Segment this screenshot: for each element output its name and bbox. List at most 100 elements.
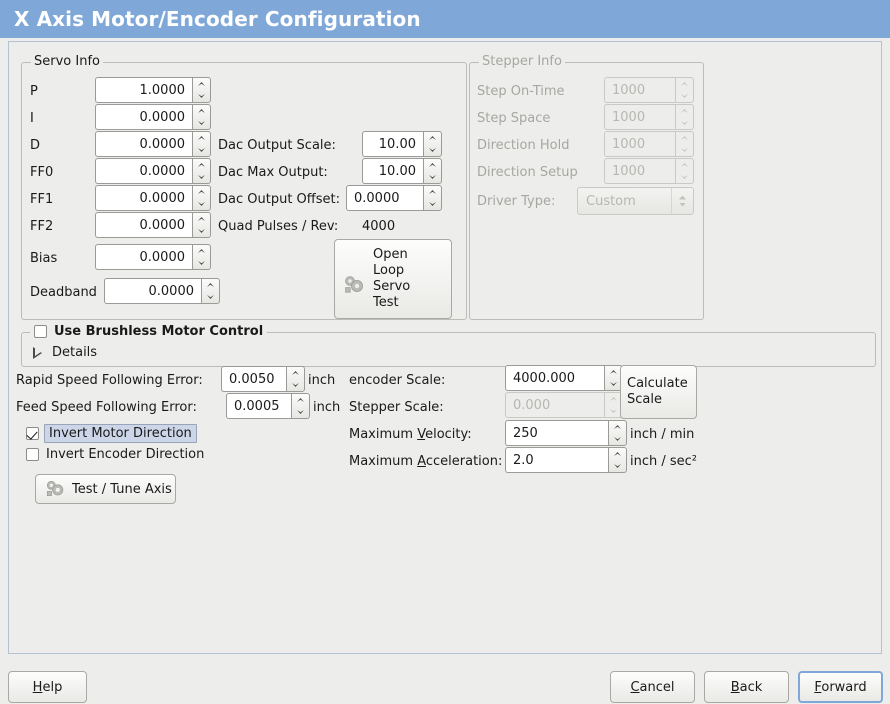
spin-down-icon[interactable] (609, 433, 626, 445)
checkbox-box[interactable] (34, 325, 47, 338)
dac-max-output-spin[interactable]: 10.00 (362, 158, 442, 184)
spinner-buttons[interactable] (201, 278, 220, 304)
step-space-label: Step Space (477, 111, 551, 126)
spinner-buttons[interactable] (192, 158, 211, 184)
spin-up-icon[interactable] (424, 159, 441, 171)
encoder-scale-spin[interactable]: 4000.000 (505, 365, 623, 391)
spin-down-icon[interactable] (193, 90, 210, 102)
dac-output-scale-spin[interactable]: 10.00 (362, 131, 442, 157)
spin-up-icon[interactable] (424, 186, 441, 198)
servo-spin-ff1[interactable]: 0.0000 (95, 185, 211, 211)
feed-speed-following-error-spin[interactable]: 0.0005 (226, 393, 310, 419)
dac-output-scale-value[interactable]: 10.00 (362, 131, 423, 157)
spin-up-icon[interactable] (609, 448, 626, 460)
spin-up-icon[interactable] (193, 245, 210, 257)
spin-down-icon[interactable] (287, 379, 304, 391)
maximum-acceleration-spin[interactable]: 2.0 (505, 447, 627, 473)
servo-value-ff1[interactable]: 0.0000 (95, 185, 192, 211)
use-brushless-motor-control-checkbox[interactable]: Use Brushless Motor Control (30, 324, 268, 339)
spin-down-icon[interactable] (193, 198, 210, 210)
spinner-buttons[interactable] (291, 393, 310, 419)
spin-up-icon[interactable] (193, 186, 210, 198)
maximum-velocity-spin[interactable]: 250 (505, 420, 627, 446)
calculate-scale-button[interactable]: Calculate Scale (620, 365, 697, 419)
spinner-buttons[interactable] (192, 212, 211, 238)
spin-up-icon[interactable] (193, 78, 210, 90)
chevron-right-icon[interactable] (33, 346, 42, 359)
spin-up-icon[interactable] (287, 367, 304, 379)
spin-down-icon[interactable] (202, 291, 219, 303)
spin-down-icon[interactable] (292, 406, 309, 418)
spin-up-icon[interactable] (292, 394, 309, 406)
spinner-buttons[interactable] (192, 104, 211, 130)
spin-up-icon[interactable] (193, 159, 210, 171)
dac-output-offset-spin[interactable]: 0.0000 (346, 185, 442, 211)
invert-motor-direction-checkbox[interactable]: Invert Motor Direction (26, 424, 197, 443)
spin-down-icon[interactable] (424, 198, 441, 210)
spin-up-icon[interactable] (193, 213, 210, 225)
spinner-buttons[interactable] (423, 131, 442, 157)
forward-button[interactable]: Forward (798, 671, 883, 703)
spin-down-icon[interactable] (193, 225, 210, 237)
spin-down-icon (676, 144, 693, 156)
servo-spin-bias[interactable]: 0.0000 (95, 244, 211, 270)
spin-down-icon[interactable] (193, 144, 210, 156)
spin-down-icon[interactable] (609, 460, 626, 472)
spinner-buttons[interactable] (608, 447, 627, 473)
servo-value-d[interactable]: 0.0000 (95, 131, 192, 157)
servo-spin-i[interactable]: 0.0000 (95, 104, 211, 130)
spin-up-icon[interactable] (193, 132, 210, 144)
dac-output-offset-value[interactable]: 0.0000 (346, 185, 423, 211)
servo-value-ff0[interactable]: 0.0000 (95, 158, 192, 184)
spin-down-icon[interactable] (193, 117, 210, 129)
spin-down-icon[interactable] (193, 257, 210, 269)
help-button[interactable]: Help (8, 671, 87, 703)
servo-value-deadband[interactable]: 0.0000 (104, 278, 201, 304)
spinner-buttons[interactable] (192, 77, 211, 103)
servo-value-i[interactable]: 0.0000 (95, 104, 192, 130)
spin-up-icon[interactable] (424, 132, 441, 144)
spin-up-icon[interactable] (609, 421, 626, 433)
back-button[interactable]: Back (704, 671, 789, 703)
brushless-motor-group (21, 332, 876, 367)
spinner-buttons[interactable] (192, 185, 211, 211)
spin-up-icon[interactable] (202, 279, 219, 291)
rapid-speed-following-error-spin[interactable]: 0.0050 (221, 366, 305, 392)
spin-down-icon[interactable] (424, 144, 441, 156)
servo-value-p[interactable]: 1.0000 (95, 77, 192, 103)
spinner-buttons[interactable] (423, 185, 442, 211)
servo-spin-d[interactable]: 0.0000 (95, 131, 211, 157)
rapid-speed-following-error-value[interactable]: 0.0050 (221, 366, 286, 392)
servo-value-ff2[interactable]: 0.0000 (95, 212, 192, 238)
spin-down-icon[interactable] (193, 171, 210, 183)
servo-spin-deadband[interactable]: 0.0000 (104, 278, 220, 304)
maximum-velocity-value[interactable]: 250 (505, 420, 608, 446)
spin-down-icon[interactable] (424, 171, 441, 183)
test-tune-axis-button[interactable]: Test / Tune Axis (35, 474, 176, 504)
spin-down-icon (676, 117, 693, 129)
servo-spin-ff0[interactable]: 0.0000 (95, 158, 211, 184)
spin-up-icon[interactable] (193, 105, 210, 117)
spinner-buttons[interactable] (192, 131, 211, 157)
spinner-buttons[interactable] (423, 158, 442, 184)
servo-spin-p[interactable]: 1.0000 (95, 77, 211, 103)
encoder-scale-value[interactable]: 4000.000 (505, 365, 604, 391)
maximum-acceleration-label: Maximum Acceleration: (349, 454, 502, 469)
servo-spin-ff2[interactable]: 0.0000 (95, 212, 211, 238)
spinner-buttons[interactable] (608, 420, 627, 446)
cancel-button[interactable]: Cancel (610, 671, 695, 703)
invert-encoder-direction-checkbox[interactable]: Invert Encoder Direction (26, 447, 204, 462)
details-expander[interactable]: Details (33, 345, 97, 360)
stepper-scale-spin: 0.000 (505, 392, 623, 418)
checkbox-box[interactable] (26, 448, 39, 461)
feed-speed-following-error-value[interactable]: 0.0005 (226, 393, 291, 419)
spinner-buttons[interactable] (286, 366, 305, 392)
open-loop-servo-test-button[interactable]: Open Loop Servo Test (334, 239, 452, 319)
stepper-scale-label: Stepper Scale: (349, 400, 444, 415)
servo-label-i: I (30, 111, 34, 126)
spinner-buttons[interactable] (192, 244, 211, 270)
checkbox-box[interactable] (26, 427, 39, 440)
maximum-acceleration-value[interactable]: 2.0 (505, 447, 608, 473)
servo-value-bias[interactable]: 0.0000 (95, 244, 192, 270)
dac-max-output-value[interactable]: 10.00 (362, 158, 423, 184)
